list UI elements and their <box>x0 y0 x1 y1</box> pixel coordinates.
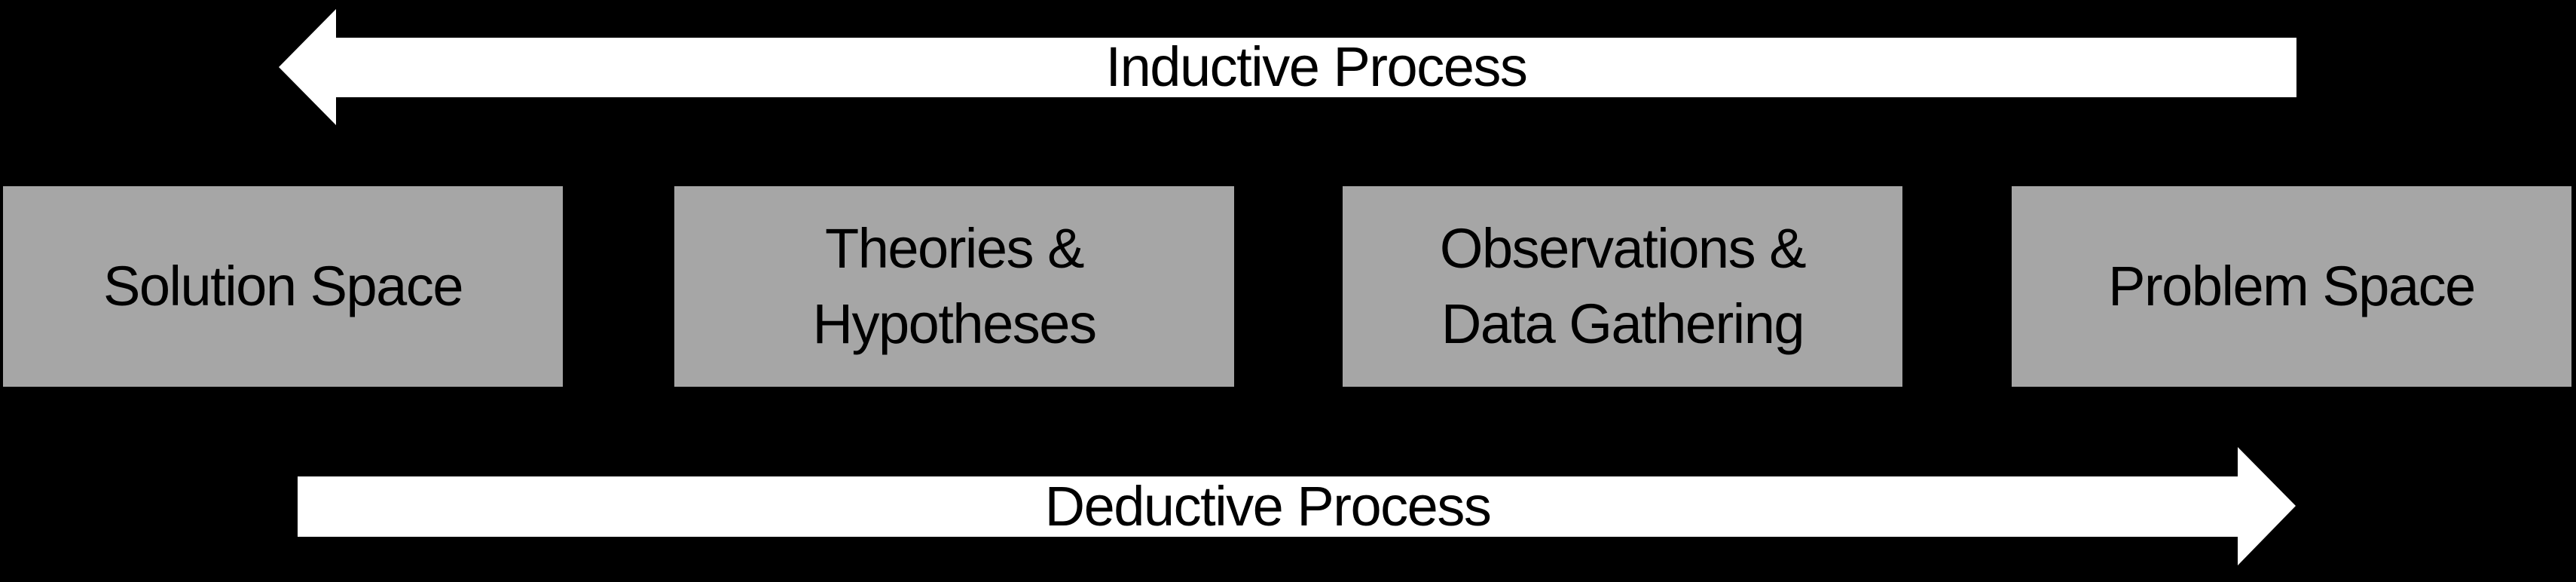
box-solution-space-label: Solution Space <box>102 255 464 318</box>
arrowhead-left-icon <box>279 9 336 125</box>
box-observations-data-gathering-label: Observations & Data Gathering <box>1439 217 1807 355</box>
inductive-arrow-bar: Inductive Process <box>336 35 2296 98</box>
box-solution-space: Solution Space <box>3 186 563 387</box>
inductive-process-arrow: Inductive Process <box>279 9 2296 125</box>
deductive-arrow-bar: Deductive Process <box>298 476 2238 537</box>
deductive-process-label: Deductive Process <box>1044 474 1492 538</box>
deductive-process-arrow: Deductive Process <box>298 447 2296 565</box>
box-observations-data-gathering: Observations & Data Gathering <box>1343 186 1902 387</box>
box-theories-hypotheses: Theories & Hypotheses <box>674 186 1234 387</box>
arrowhead-right-icon <box>2238 447 2296 565</box>
inductive-process-label: Inductive Process <box>1105 35 1528 98</box>
box-problem-space: Problem Space <box>2012 186 2571 387</box>
box-problem-space-label: Problem Space <box>2108 255 2476 318</box>
box-theories-hypotheses-label: Theories & Hypotheses <box>812 217 1097 355</box>
